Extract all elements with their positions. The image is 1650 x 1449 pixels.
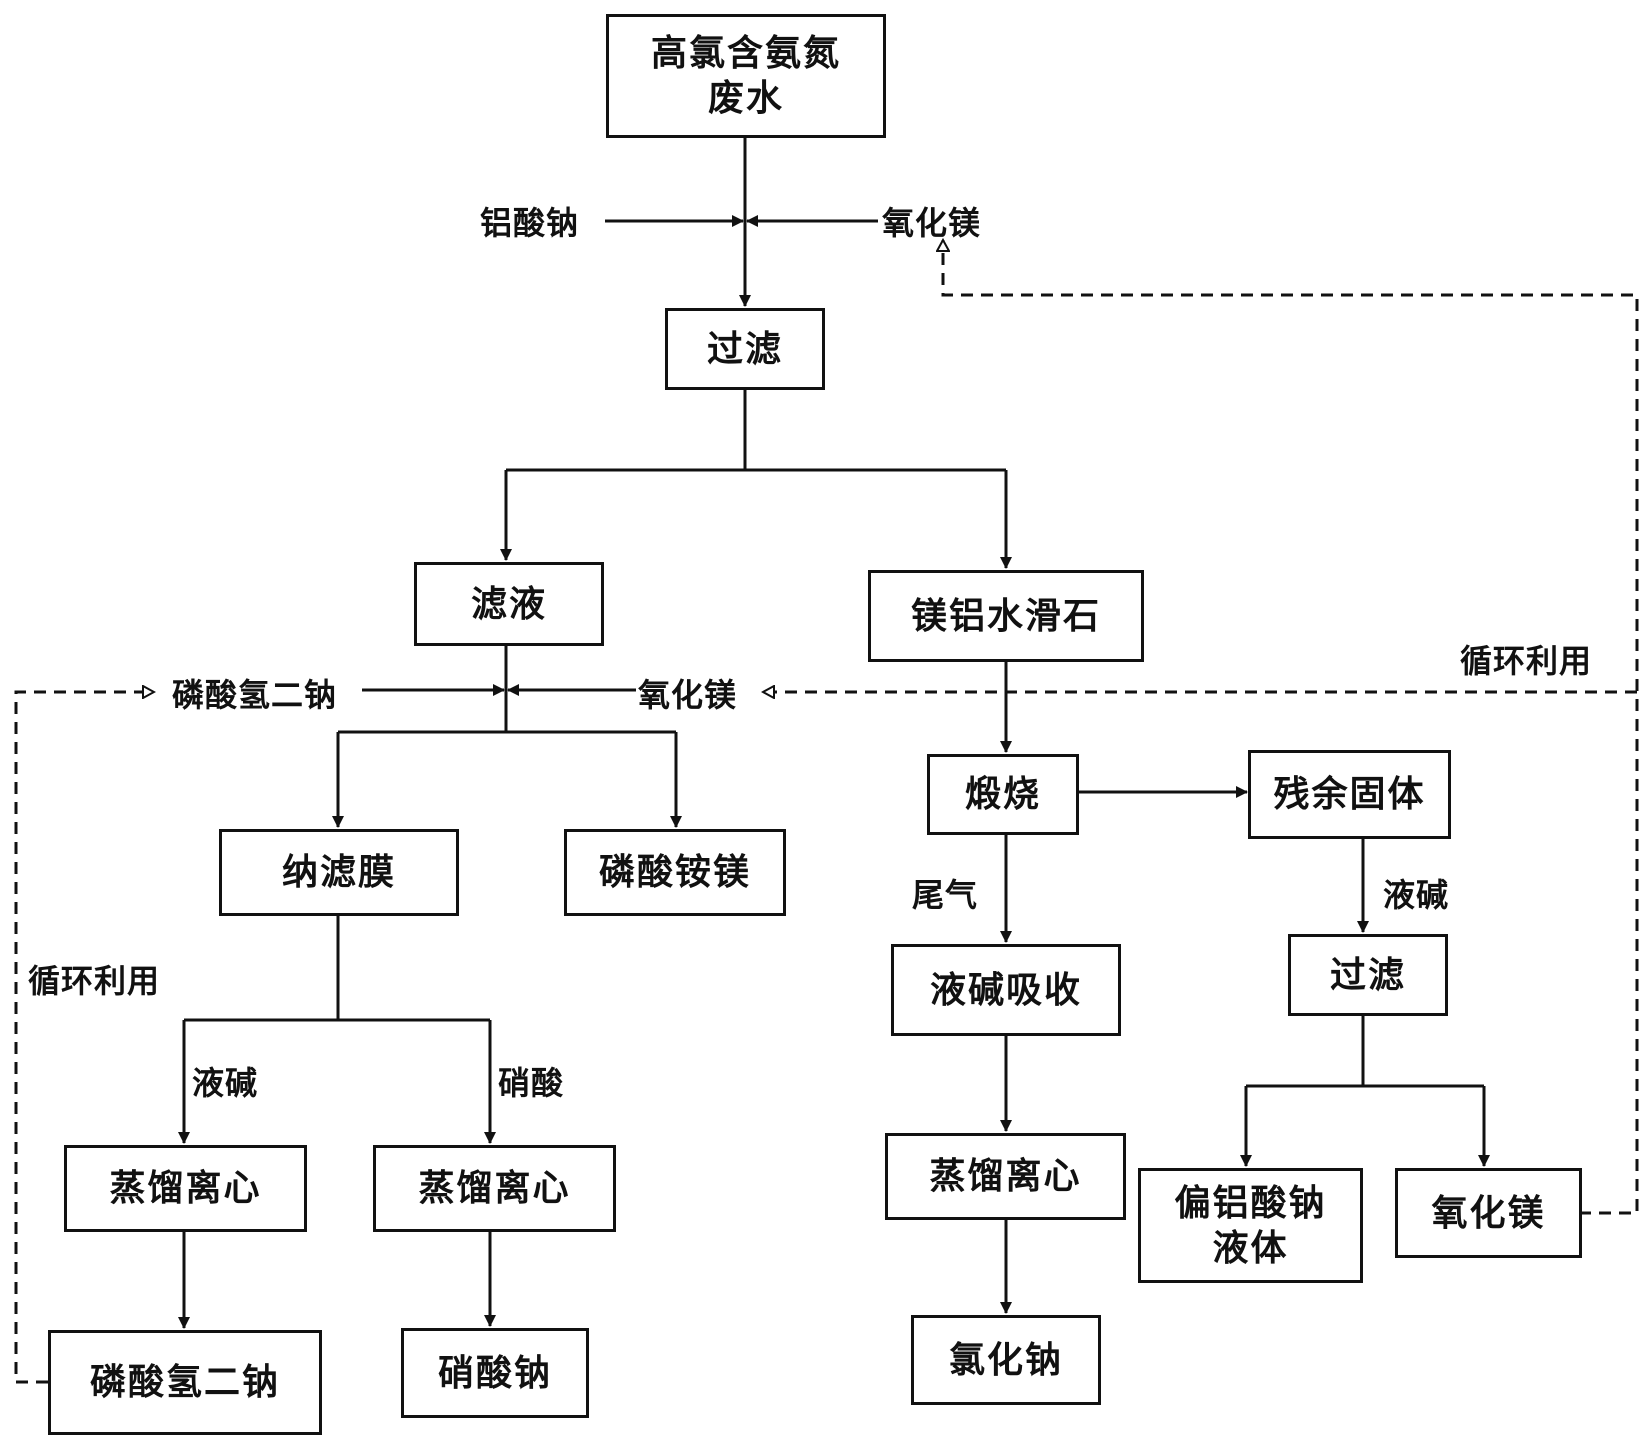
node-nacl: 氯化钠 — [911, 1315, 1101, 1405]
node-na2hpo4: 磷酸氢二钠 — [48, 1330, 322, 1435]
node-nanofiltration: 纳滤膜 — [219, 829, 459, 916]
node-filter1: 过滤 — [665, 308, 825, 390]
node-calcination: 煅烧 — [927, 754, 1079, 835]
label-mgo-mid: 氧化镁 — [638, 676, 738, 714]
node-filter2: 过滤 — [1288, 934, 1448, 1016]
label-alkali-left: 液碱 — [192, 1064, 259, 1102]
node-absorption: 液碱吸收 — [891, 944, 1121, 1036]
label-mgo-top: 氧化镁 — [882, 204, 982, 242]
label-sodium-aluminate: 铝酸钠 — [480, 204, 580, 242]
node-filtrate: 滤液 — [414, 562, 604, 646]
node-nano3: 硝酸钠 — [401, 1328, 589, 1418]
node-residue: 残余固体 — [1248, 750, 1451, 839]
node-distill-left: 蒸馏离心 — [64, 1145, 307, 1232]
label-tail-gas: 尾气 — [912, 876, 979, 914]
label-recycle-left: 循环利用 — [28, 962, 161, 1000]
node-aluminate-liquid: 偏铝酸钠液体 — [1138, 1168, 1363, 1283]
node-struvite: 磷酸铵镁 — [564, 829, 786, 916]
label-nitric-acid: 硝酸 — [498, 1064, 565, 1102]
dashed-recycle-na2hpo4 — [14, 692, 154, 1384]
label-alkali-right: 液碱 — [1383, 876, 1450, 914]
label-recycle-right: 循环利用 — [1460, 642, 1593, 680]
label-na2hpo4-in: 磷酸氢二钠 — [172, 676, 338, 714]
node-distill-right: 蒸馏离心 — [885, 1133, 1126, 1220]
node-mgo-product: 氧化镁 — [1395, 1168, 1582, 1258]
node-distill-mid: 蒸馏离心 — [373, 1145, 616, 1232]
node-wastewater: 高氯含氨氮废水 — [606, 14, 886, 138]
dashed-recycle-mgo-top — [943, 240, 1639, 1215]
node-hydrotalcite: 镁铝水滑石 — [868, 570, 1144, 662]
